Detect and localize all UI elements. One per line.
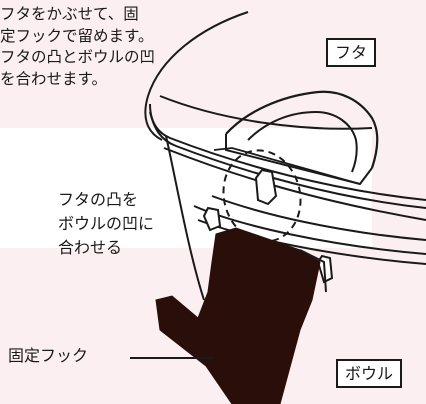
lid-handle (225, 134, 373, 186)
callout-line: フタの凸を (58, 190, 139, 209)
lid-rim-band (149, 111, 426, 209)
bowl-label: ボウル (336, 359, 403, 388)
callout-line: ボウルの凹に (58, 214, 155, 233)
fixing-hook-label: 固定フック (8, 346, 89, 365)
lid-outer-edge (144, 11, 249, 141)
instruction-text: フタをかぶせて、固 定フックで留めます。 フタの凸とボウルの凹 を合わせます。 (0, 4, 160, 90)
lid-handle (225, 90, 379, 169)
lid-convex-tab (254, 168, 278, 206)
lid-rim-top (159, 95, 373, 130)
bowl-rim (211, 195, 426, 241)
fixing-hook-edge (299, 249, 327, 293)
bowl-tab (202, 206, 222, 232)
instruction-line: を合わせます。 (0, 69, 107, 88)
instruction-line: フタをかぶせて、固 (0, 5, 139, 23)
callout-line: 合わせる (58, 238, 123, 257)
instruction-line: フタの凸とボウルの凹 (0, 48, 156, 66)
alignment-callout: フタの凸を ボウルの凹に 合わせる (58, 188, 188, 260)
instruction-line: 定フックで留めます。 (0, 26, 154, 45)
lid-label: フタ (326, 38, 377, 67)
bowl-wall (165, 135, 205, 301)
lid-handle (247, 110, 358, 173)
lid-handle (213, 147, 361, 185)
background-panel (0, 128, 100, 248)
